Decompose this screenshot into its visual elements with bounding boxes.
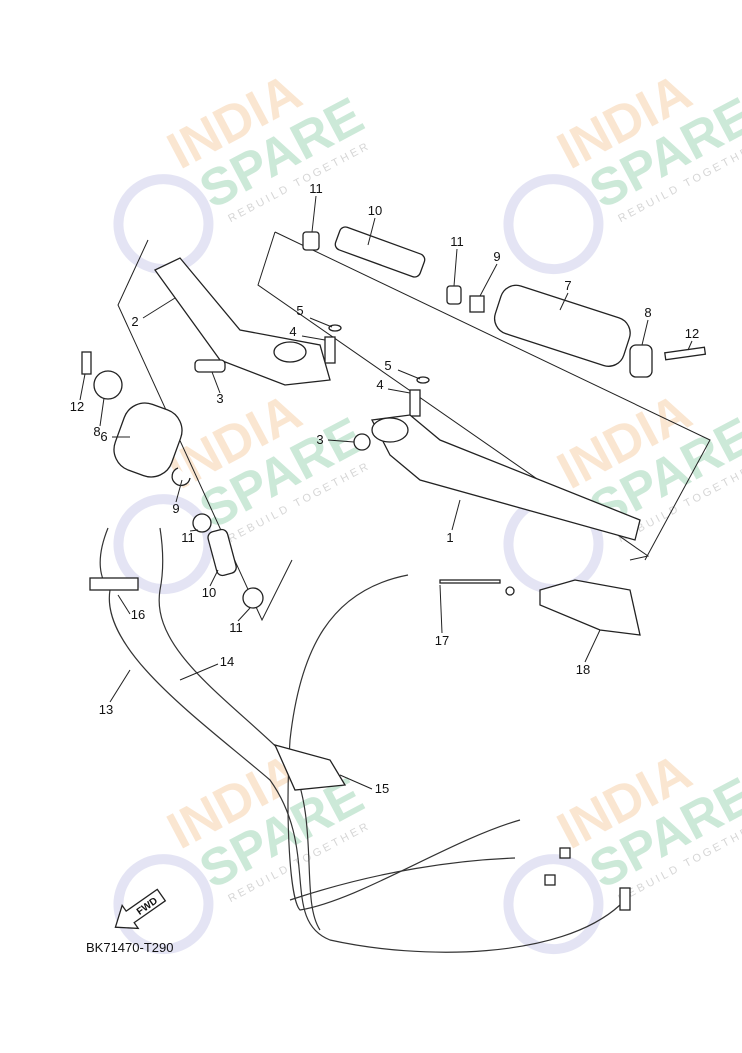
part-9-clip [171, 467, 191, 487]
watermark: INDIA SPARE REBUILD TOGETHER [503, 743, 742, 955]
part-16-bracket [89, 577, 139, 591]
part-7-grip [493, 284, 631, 367]
part-4-bolt [409, 389, 421, 417]
part-3-bolt [353, 433, 371, 451]
part-8-end [629, 344, 653, 378]
callout-3: 3 [316, 432, 323, 447]
part-11-nut [242, 587, 264, 609]
watermark: INDIA SPARE REBUILD TOGETHER [503, 63, 742, 275]
right-assembly-bracket [257, 231, 650, 561]
right-assembly-bracket-top [274, 231, 711, 561]
part-4-bolt [324, 336, 336, 364]
cable-adjuster [619, 887, 631, 911]
watermark-group: INDIA SPARE REBUILD TOGETHER INDIA SPARE… [113, 63, 742, 955]
callout-11: 11 [450, 234, 464, 249]
callout-5: 5 [384, 358, 391, 373]
part-15-guide [273, 744, 347, 791]
part-12-screw [81, 351, 92, 375]
part-5-washer [416, 376, 430, 384]
callout-15: 15 [375, 781, 389, 796]
part-10-weight [334, 226, 426, 278]
part-11-nut [192, 513, 212, 533]
callout-17: 17 [435, 633, 449, 648]
cable-end-fitting [544, 874, 556, 886]
part-11-nut [302, 231, 320, 251]
callout-11: 11 [181, 530, 195, 545]
o-ring [505, 586, 515, 596]
callout-9: 9 [493, 249, 500, 264]
callout-10: 10 [202, 585, 216, 600]
callout-8: 8 [644, 305, 651, 320]
part-18-boot [539, 579, 641, 636]
part-8-end [93, 370, 123, 400]
callout-14: 14 [220, 654, 234, 669]
callout-4: 4 [289, 324, 296, 339]
callout-2: 2 [131, 314, 138, 329]
callout-12: 12 [70, 399, 84, 414]
callout-6: 6 [100, 429, 107, 444]
callout-9: 9 [172, 501, 179, 516]
callout-1: 1 [446, 530, 453, 545]
callout-labels: 11 10 11 9 7 8 12 5 4 2 3 12 8 6 5 4 3 1… [70, 181, 699, 796]
part-17-starter-cable [287, 574, 521, 911]
cables [89, 527, 641, 953]
part-5-washer [328, 324, 342, 332]
callout-5: 5 [296, 303, 303, 318]
part-3-bolt [194, 359, 226, 373]
diagram-code: BK71470-T290 [86, 940, 173, 955]
right-handlebar-parts [302, 226, 707, 541]
part-1-handlebar-right [370, 414, 641, 541]
callout-3: 3 [216, 391, 223, 406]
callout-11: 11 [309, 181, 323, 196]
callout-18: 18 [576, 662, 590, 677]
watermark: INDIA SPARE REBUILD TOGETHER [113, 743, 373, 955]
callout-10: 10 [368, 203, 382, 218]
part-11-nut [446, 285, 462, 305]
clamp-ring [371, 417, 409, 443]
left-handlebar-parts [81, 257, 331, 609]
cable-end-fitting [559, 847, 571, 859]
callout-11: 11 [229, 620, 243, 635]
callout-12: 12 [685, 326, 699, 341]
part-6-throttle-grip [113, 402, 183, 478]
leader-lines [79, 195, 693, 790]
part-13-throttle-cable [108, 589, 621, 953]
cable-end [289, 857, 516, 901]
callout-4: 4 [376, 377, 383, 392]
part-2-handlebar-left [154, 257, 331, 386]
left-assembly-bracket [117, 239, 293, 622]
cable-inner [439, 579, 501, 584]
callout-8: 8 [93, 424, 100, 439]
callout-13: 13 [99, 702, 113, 717]
callout-16: 16 [131, 607, 145, 622]
part-12-screw [664, 346, 707, 361]
clamp-ring [273, 341, 307, 363]
part-9-clip [469, 295, 485, 313]
part-10-weight [207, 528, 237, 577]
callout-7: 7 [564, 278, 571, 293]
